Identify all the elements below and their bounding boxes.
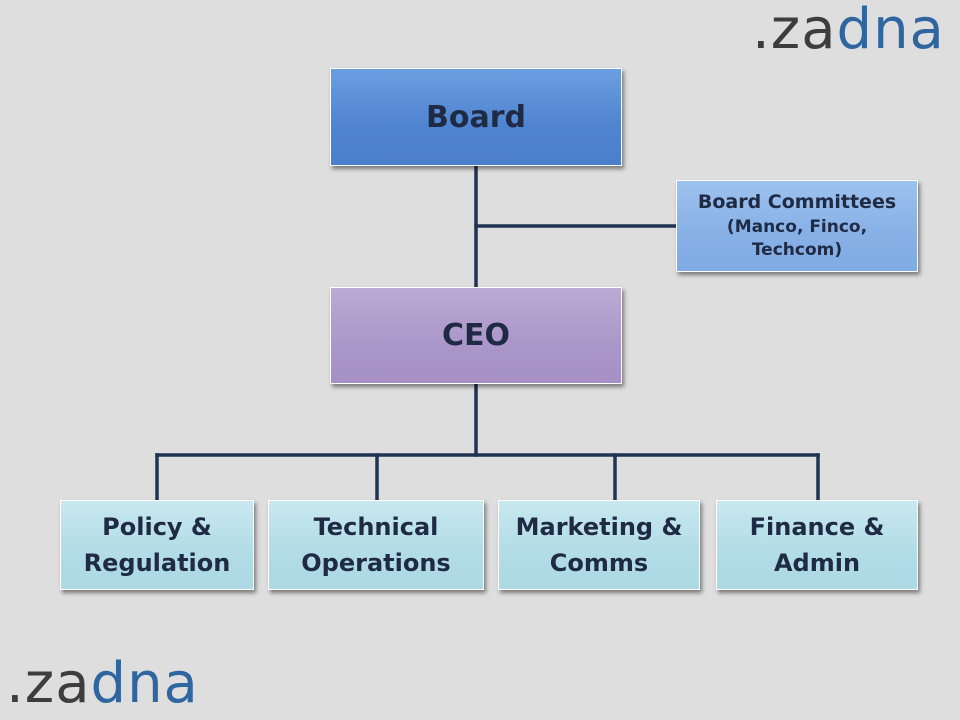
dept-label-line2: Admin [773,549,861,577]
dept-label-line1: Finance & [749,513,885,541]
dept-label-line2: Operations [301,549,451,577]
dept-label-line2: Regulation [83,549,231,577]
board-box: Board [330,68,622,166]
board-label: Board [426,99,526,135]
zadna-logo-bottom: .zadna [6,656,199,712]
logo-dna-text: dna [836,0,945,62]
dept-marketing-comms-box: Marketing & Comms [498,500,700,590]
dept-label-line2: Comms [549,549,649,577]
zadna-logo-top: .zadna [752,2,945,58]
dept-label-line1: Policy & [102,513,212,541]
logo-dna-text: dna [90,651,199,716]
ceo-label: CEO [441,318,510,353]
dept-technical-operations-box: Technical Operations [268,500,484,590]
dept-label-line1: Technical [313,513,439,541]
logo-za-text: .za [6,651,91,716]
committees-line-2: (Manco, Finco, [726,216,868,237]
dept-label-line1: Marketing & [515,513,683,541]
logo-za-text: .za [752,0,837,62]
dept-finance-admin-box: Finance & Admin [716,500,918,590]
dept-policy-regulation-box: Policy & Regulation [60,500,254,590]
committees-title: Board Committees [697,191,897,214]
ceo-box: CEO [330,287,622,384]
committees-line-3: Techcom) [751,239,843,260]
board-committees-box: Board Committees (Manco, Finco, Techcom) [676,180,918,272]
